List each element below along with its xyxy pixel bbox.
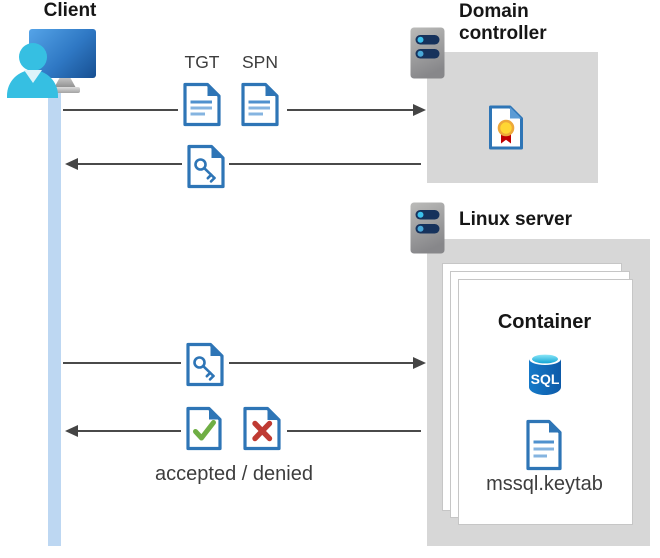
spn-document-icon: [240, 82, 280, 132]
tgt-document-icon: [182, 82, 222, 132]
domain-controller-server-icon: [410, 27, 445, 84]
check-document-icon: [185, 406, 223, 456]
sql-badge-label: SQL: [530, 371, 560, 387]
person-head-icon: [19, 43, 47, 71]
linux-server-icon: [410, 202, 445, 259]
monitor-base-icon: [50, 87, 80, 93]
arrow-line: [63, 362, 181, 364]
keytab-label: mssql.keytab: [486, 473, 603, 495]
result-label: accepted / denied: [155, 463, 313, 485]
arrowhead-left-icon: [65, 158, 78, 170]
sql-database-icon: [526, 351, 564, 402]
domain-controller-label: Domain controller: [459, 1, 547, 44]
monitor-stand-icon: [54, 78, 76, 88]
client-label: Client: [43, 0, 97, 21]
arrowhead-right-icon: [413, 104, 426, 116]
container-title: Container: [497, 311, 592, 333]
spn-label: SPN: [242, 52, 278, 72]
arrow-line: [287, 430, 421, 432]
keytab-document-icon: [525, 419, 563, 476]
arrowhead-right-icon: [413, 357, 426, 369]
ticket-key-document-icon: [185, 342, 225, 392]
container-card-front: [458, 279, 633, 525]
arrow-line: [78, 430, 181, 432]
arrowhead-left-icon: [65, 425, 78, 437]
arrow-line: [229, 362, 413, 364]
arrow-line: [229, 163, 421, 165]
tgt-label: TGT: [184, 52, 220, 72]
arrow-line: [78, 163, 182, 165]
arrow-line: [287, 109, 413, 111]
linux-server-label: Linux server: [459, 209, 572, 230]
x-document-icon: [242, 406, 282, 456]
arrow-line: [63, 109, 178, 111]
ticket-key-document-icon: [186, 144, 226, 194]
client-lifeline: [48, 88, 61, 546]
certificate-icon: [488, 105, 524, 155]
